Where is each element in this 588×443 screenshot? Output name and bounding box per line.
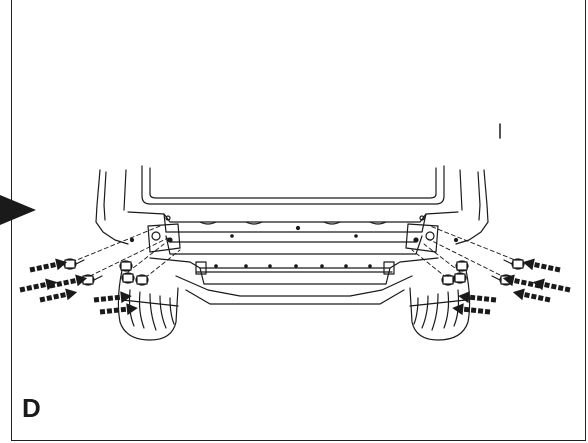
panel-label: D bbox=[22, 393, 41, 423]
vehicle-body bbox=[95, 165, 489, 255]
rear-subframe bbox=[149, 257, 439, 305]
diagram-frame bbox=[11, 0, 586, 441]
right-rear-wheel bbox=[409, 269, 471, 341]
right-mount-bracket bbox=[405, 223, 459, 253]
pointer-arrow-icon bbox=[0, 195, 36, 225]
left-mount-bracket bbox=[129, 223, 181, 253]
